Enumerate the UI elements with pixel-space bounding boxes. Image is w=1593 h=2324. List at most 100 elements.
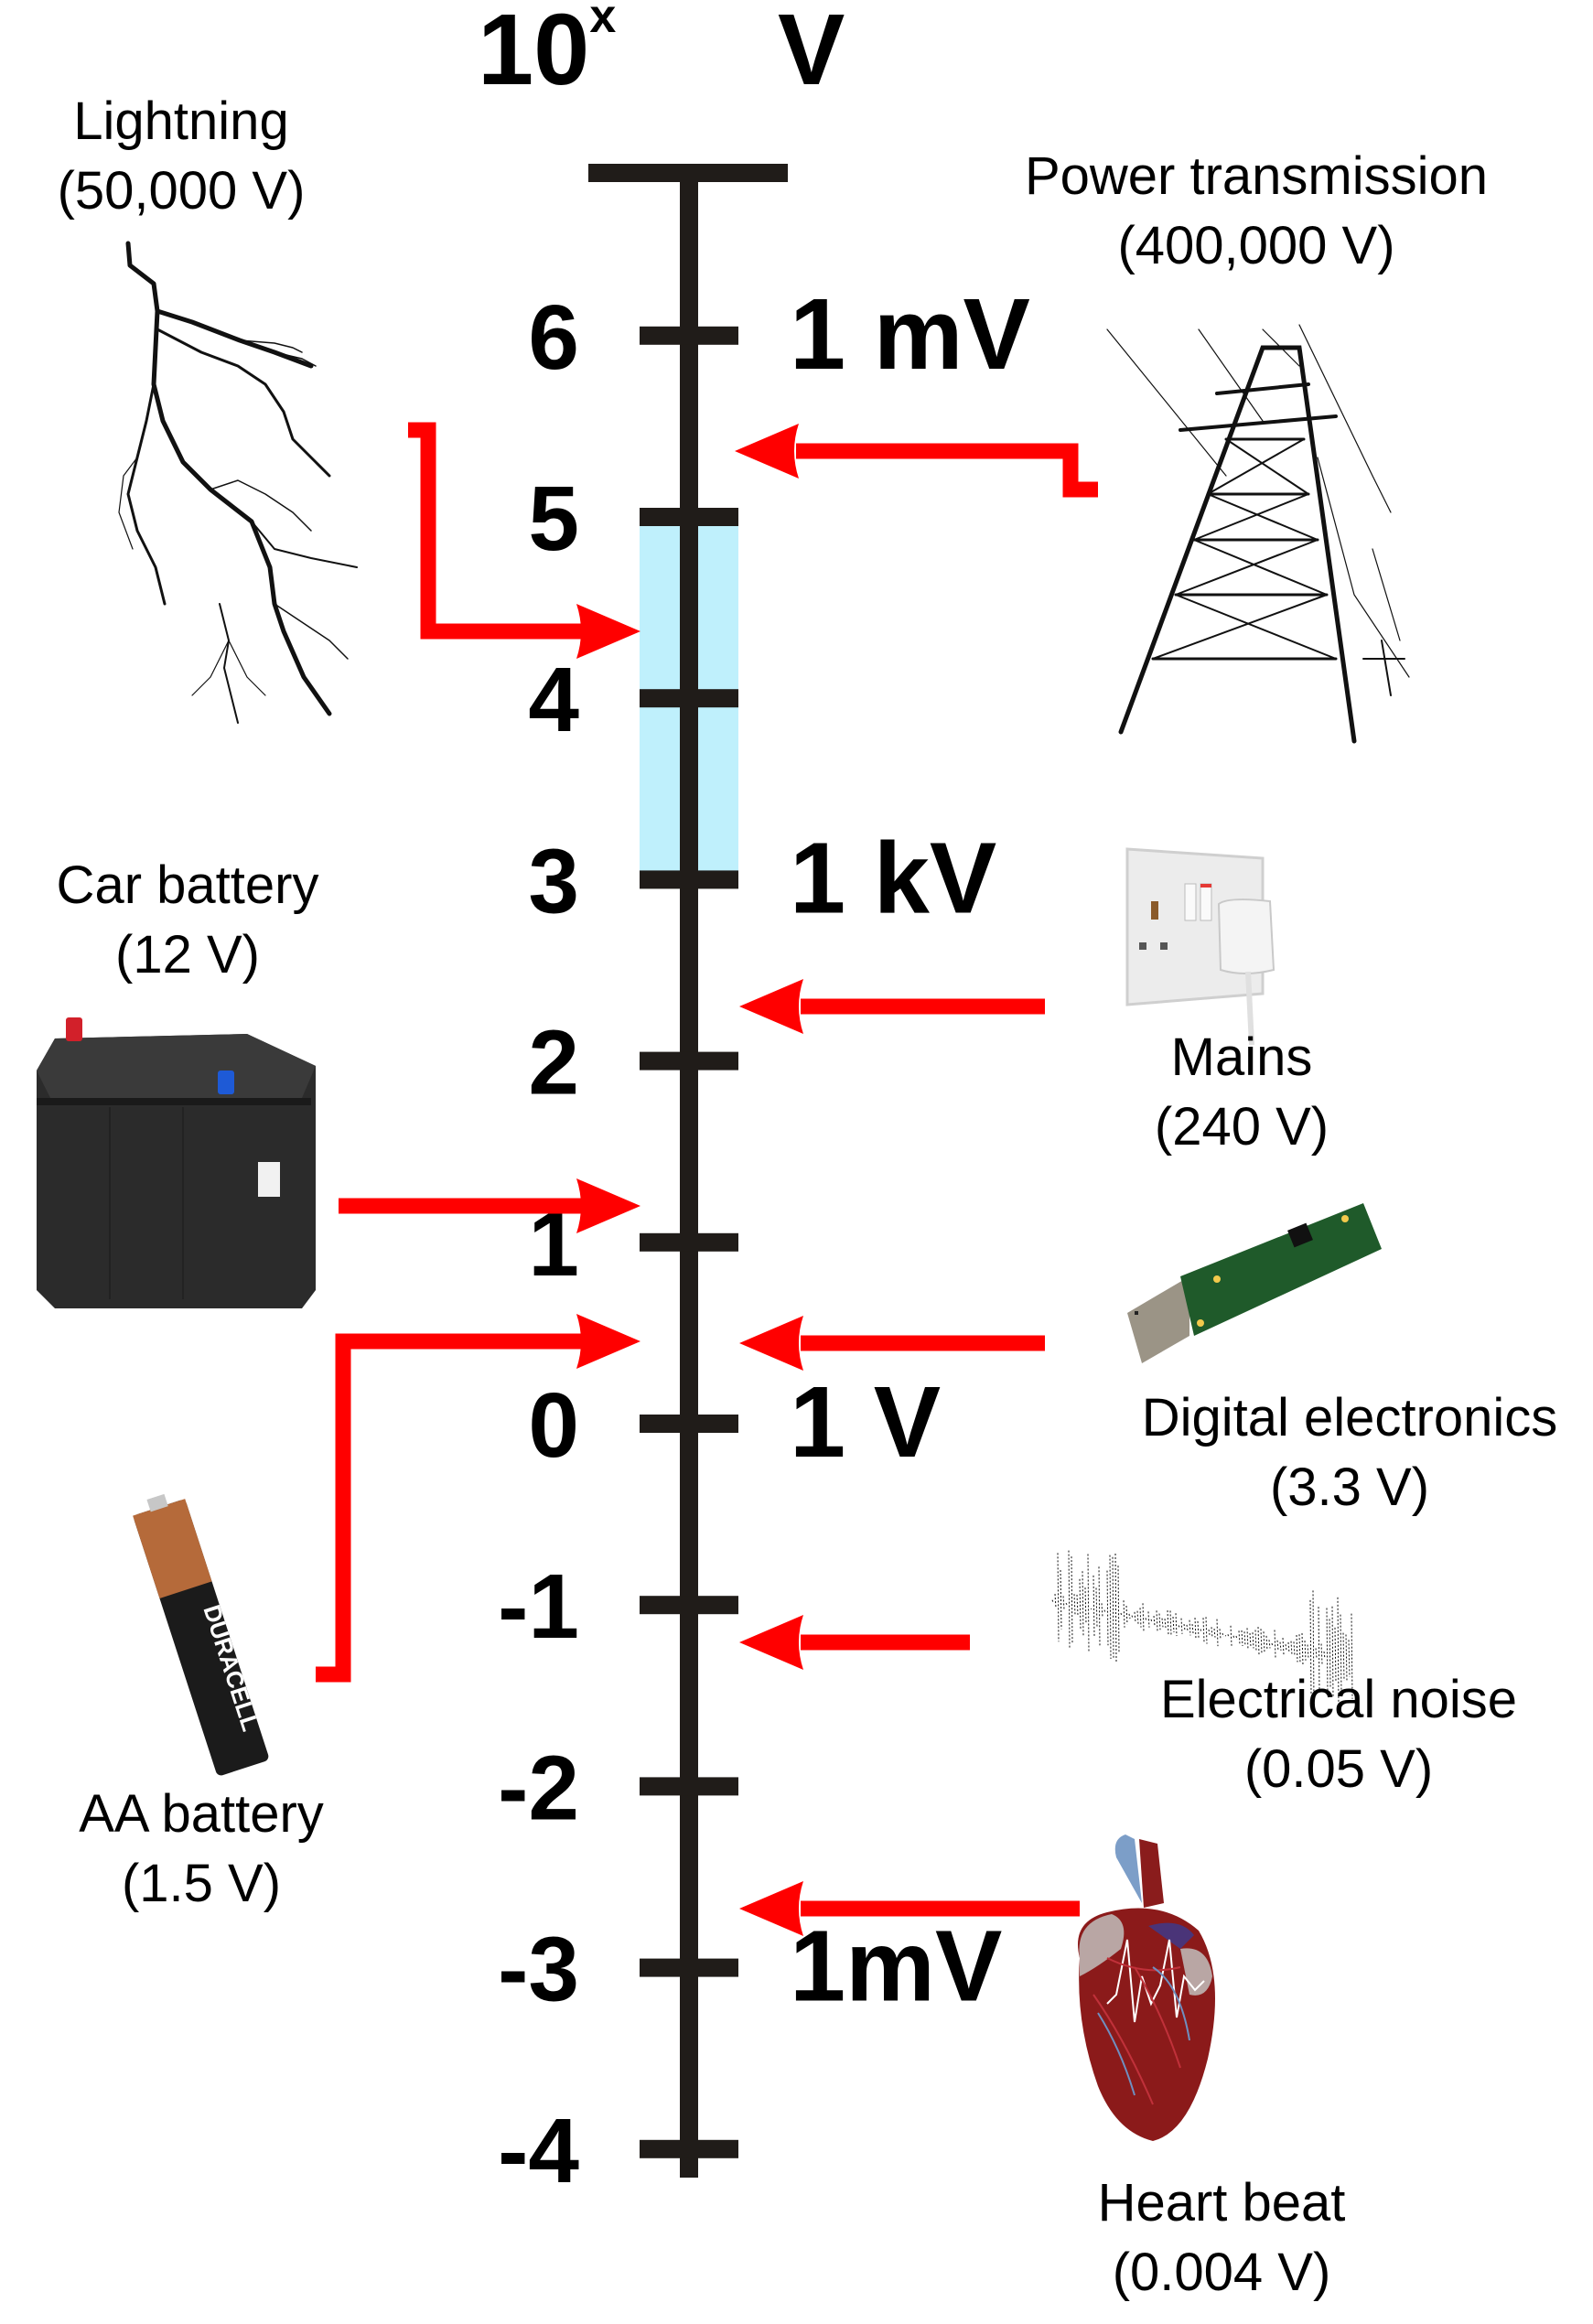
noise-stroke <box>1103 1609 1106 1613</box>
tick-label: 5 <box>528 468 579 570</box>
tick-label: 4 <box>528 649 579 751</box>
item-value: (400,000 V) <box>1117 216 1395 275</box>
axis-tick <box>640 1415 738 1433</box>
noise-stroke <box>1323 1652 1326 1659</box>
label-heart-beat: Heart beat (0.004 V) <box>1098 2168 1346 2308</box>
axis-top-cap <box>588 164 788 182</box>
noise-stroke <box>1227 1634 1230 1639</box>
noise-stroke <box>1084 1587 1087 1624</box>
noise-stroke <box>1230 1625 1232 1646</box>
noise-stroke <box>1186 1624 1189 1631</box>
item-name: AA battery <box>79 1784 324 1844</box>
noise-stroke <box>1095 1587 1098 1628</box>
aa-battery-icon: DURACELL <box>133 1493 269 1776</box>
noise-stroke <box>1290 1641 1293 1656</box>
axis-tick <box>640 508 738 526</box>
noise-stroke <box>1153 1616 1156 1627</box>
axis-tick <box>640 1958 738 1977</box>
item-name: Power transmission <box>1024 146 1489 206</box>
item-name: Car battery <box>56 855 319 915</box>
noise-stroke <box>1092 1575 1095 1637</box>
noise-stroke <box>1348 1640 1351 1677</box>
noise-stroke <box>1197 1620 1200 1638</box>
noise-stroke <box>1334 1627 1337 1683</box>
power-pylon-icon <box>1106 324 1410 744</box>
noise-stroke <box>1134 1611 1136 1622</box>
car-battery-icon <box>37 1017 316 1308</box>
arrow-head <box>576 1178 640 1233</box>
arrow-lightning <box>408 422 640 659</box>
arrow-heart-beat <box>739 1881 1080 1936</box>
noise-stroke <box>1114 1554 1117 1662</box>
noise-stroke <box>1164 1619 1167 1628</box>
noise-stroke <box>1158 1613 1161 1630</box>
noise-stroke <box>1205 1617 1208 1644</box>
noise-stroke <box>1109 1555 1112 1659</box>
noise-stroke <box>1265 1635 1268 1651</box>
noise-stroke <box>1279 1641 1282 1651</box>
arrow-mains <box>739 979 1045 1034</box>
item-value: (0.004 V) <box>1112 2243 1331 2302</box>
axis-tick <box>640 326 738 345</box>
tick-label: -2 <box>498 1737 579 1839</box>
noise-stroke <box>1276 1640 1279 1652</box>
tick-label: -4 <box>498 2100 579 2202</box>
noise-stroke <box>1147 1611 1150 1628</box>
noise-stroke <box>1249 1632 1252 1647</box>
noise-stroke <box>1246 1628 1249 1651</box>
noise-stroke <box>1232 1635 1235 1640</box>
axis-tick <box>640 870 738 889</box>
noise-stroke <box>1180 1618 1183 1634</box>
arrow-head <box>576 1314 640 1369</box>
noise-stroke <box>1260 1629 1263 1654</box>
noise-stroke <box>1222 1632 1224 1638</box>
unit-marker-label: 1 kV <box>790 822 996 934</box>
unit-header: V <box>778 0 845 101</box>
arrow-electrical-noise <box>739 1615 970 1670</box>
arrow-head <box>739 1615 803 1670</box>
label-power-transmission: Power transmission (400,000 V) <box>1025 142 1488 281</box>
noise-stroke <box>1241 1630 1243 1647</box>
noise-stroke <box>1298 1634 1301 1664</box>
noise-stroke <box>1060 1569 1062 1630</box>
noise-stroke <box>1312 1590 1315 1704</box>
noise-stroke <box>1216 1619 1219 1647</box>
arrow-head <box>739 1881 803 1936</box>
noise-stroke <box>1175 1613 1178 1637</box>
tick-label: -1 <box>498 1555 579 1658</box>
label-aa-battery: AA battery (1.5 V) <box>79 1780 324 1919</box>
noise-stroke <box>1128 1613 1131 1619</box>
axis-tick <box>640 2139 738 2158</box>
noise-stroke <box>1271 1642 1274 1647</box>
noise-stroke <box>1315 1648 1318 1659</box>
arrow-head <box>576 604 640 659</box>
noise-stroke <box>1169 1610 1172 1637</box>
tick-label: -3 <box>498 1919 579 2021</box>
item-name: Heart beat <box>1097 2173 1346 2233</box>
noise-stroke <box>1172 1616 1175 1632</box>
noise-stroke <box>1252 1632 1254 1649</box>
noise-stroke <box>1101 1603 1103 1618</box>
unit-marker-label: 1 V <box>790 1366 941 1479</box>
noise-stroke <box>1304 1641 1307 1661</box>
noise-stroke <box>1112 1556 1114 1659</box>
item-name: Mains <box>1170 1028 1313 1087</box>
arrow-digital-electronics <box>739 1316 1045 1371</box>
item-value: (240 V) <box>1154 1097 1329 1157</box>
arrow-power-transmission <box>735 424 1098 498</box>
arrow-head <box>735 424 799 479</box>
noise-stroke <box>1287 1641 1290 1653</box>
noise-stroke <box>1057 1553 1060 1642</box>
tick-label: 3 <box>528 830 579 932</box>
noise-stroke <box>1340 1614 1342 1695</box>
arrow-car-battery <box>339 1178 640 1233</box>
axis-tick <box>640 689 738 708</box>
noise-stroke <box>1202 1618 1205 1642</box>
noise-stroke <box>1329 1619 1331 1687</box>
noise-stroke <box>1263 1631 1265 1653</box>
noise-stroke <box>1183 1624 1186 1630</box>
exponent-sup: x <box>589 0 617 43</box>
noise-stroke <box>1079 1578 1082 1630</box>
noise-stroke <box>1117 1565 1120 1653</box>
item-value: (12 V) <box>115 925 260 984</box>
